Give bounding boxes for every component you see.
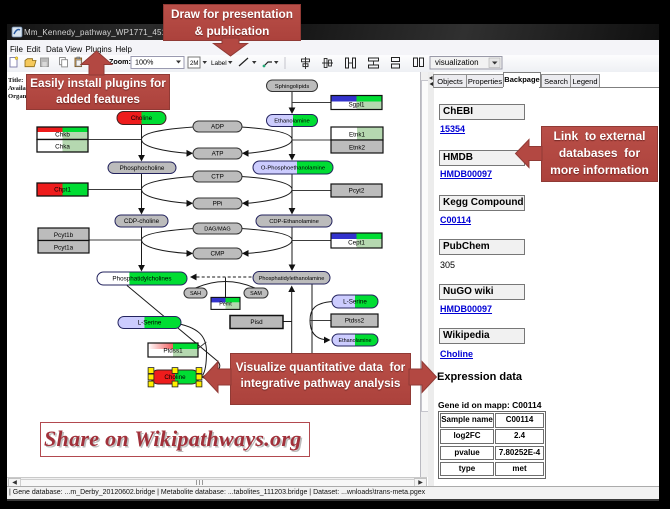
svg-text:Zoom:: Zoom: <box>109 57 131 66</box>
svg-text:Label: Label <box>211 60 227 67</box>
svg-text:visualization: visualization <box>435 58 479 67</box>
svg-text:2M: 2M <box>190 61 198 67</box>
svg-text:100%: 100% <box>135 58 154 67</box>
